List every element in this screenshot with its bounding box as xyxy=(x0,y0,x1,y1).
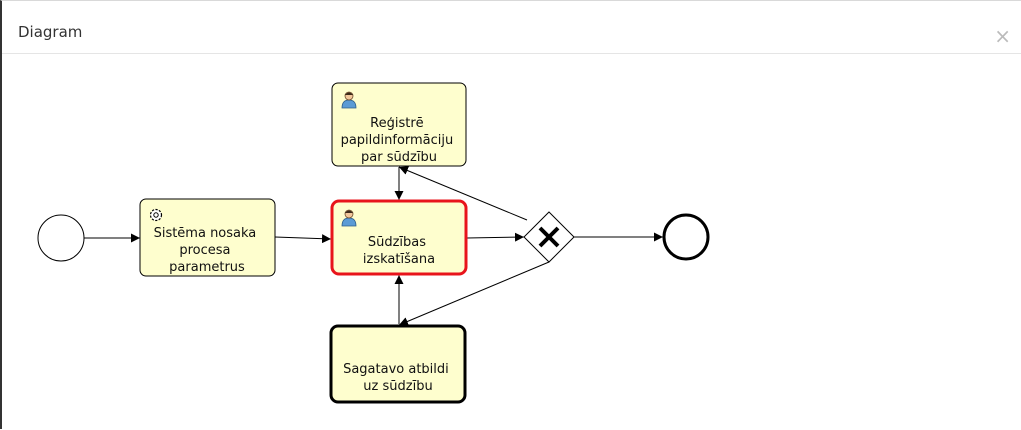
task-sagatavo-atbildi[interactable]: Sagatavo atbildi uz sūdzību xyxy=(329,324,467,404)
task-label-line: papildinformāciju xyxy=(341,133,454,148)
task-label-line: uz sūdzību xyxy=(363,379,432,394)
svg-text:Sūdzības izskatīšana: Sūdzības izskatīšana xyxy=(363,235,435,267)
task-sistema-nosaka[interactable]: Sistēma nosaka procesa parametrus xyxy=(139,198,276,277)
flow-t3-to-gateway[interactable] xyxy=(466,232,525,242)
task-label-line: Sagatavo atbildi xyxy=(343,362,449,377)
task-label-line: par sūdzību xyxy=(361,150,437,165)
gear-icon xyxy=(149,208,163,222)
user-icon xyxy=(341,91,357,109)
sequence-flows xyxy=(84,166,663,326)
flow-gateway-to-t2[interactable] xyxy=(398,166,528,221)
dialog-title: Diagram xyxy=(18,23,83,41)
end-event[interactable] xyxy=(662,213,710,261)
task-label-line: procesa xyxy=(179,243,230,258)
flow-gateway-to-t4[interactable] xyxy=(398,261,550,326)
dialog-header: Diagram × xyxy=(2,1,1021,54)
svg-text:Reģistrē papildinformā: Reģistrē papildinformāciju par sūdzību xyxy=(341,116,458,165)
svg-text:Sagatavo atbildi uz sū: Sagatavo atbildi uz sūdzību xyxy=(343,362,453,394)
task-label-line: Sūdzības xyxy=(368,235,426,250)
task-sudzibas-izskatisana[interactable]: Sūdzības izskatīšana xyxy=(330,199,468,276)
task-registre-papildinformaciju[interactable]: Reģistrē papildinformāciju par sūdzību xyxy=(331,82,467,167)
close-button[interactable]: × xyxy=(994,24,1011,48)
start-event[interactable] xyxy=(37,214,85,262)
svg-text:Sistēma nosaka procesa: Sistēma nosaka procesa parametrus xyxy=(154,226,261,275)
user-icon xyxy=(341,209,357,227)
flow-t1-to-t3[interactable] xyxy=(274,234,332,244)
x-mark-icon xyxy=(538,226,560,248)
task-label-line: Reģistrē xyxy=(370,116,424,131)
task-label-line: parametrus xyxy=(169,260,245,275)
task-label-line: izskatīšana xyxy=(363,252,435,267)
exclusive-gateway[interactable] xyxy=(523,211,575,263)
task-label-line: Sistēma nosaka xyxy=(154,226,257,241)
